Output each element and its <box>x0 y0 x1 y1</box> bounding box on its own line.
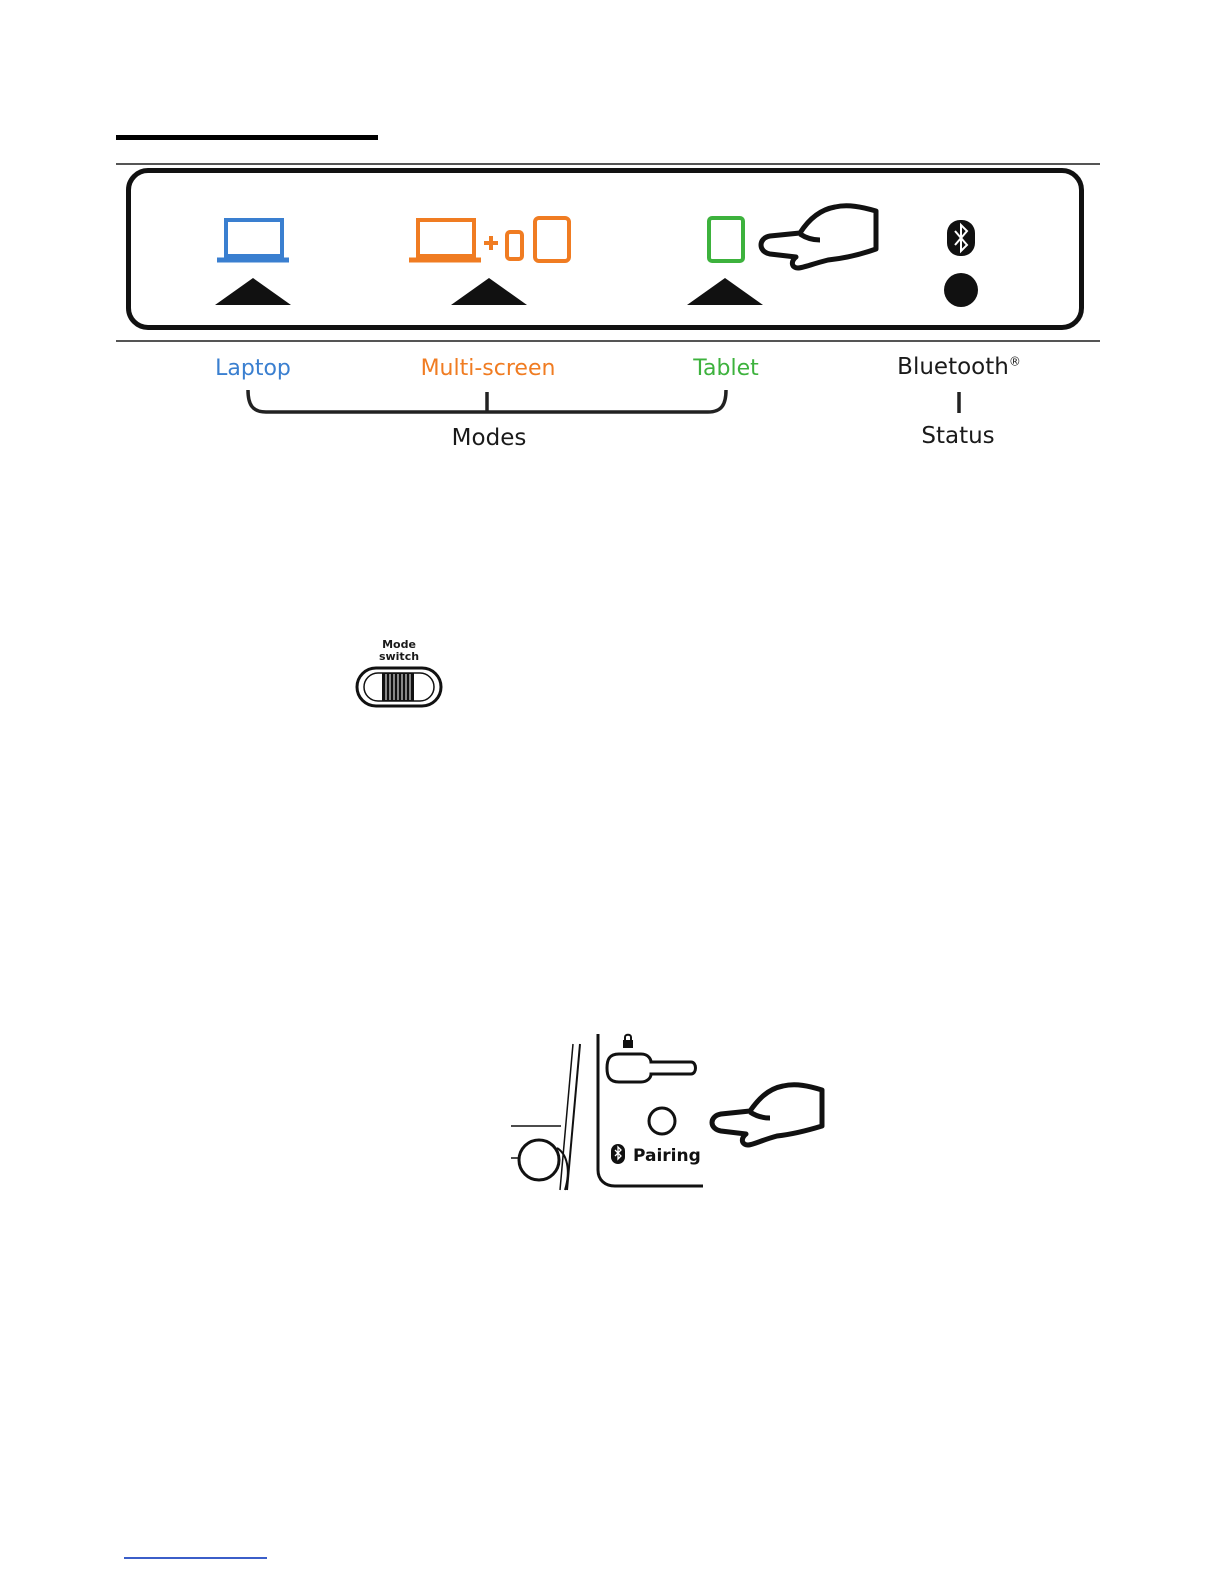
tablet-mode-indicator <box>687 278 763 305</box>
mode-switch-caption: Mode switch <box>379 639 419 663</box>
tablet-icon <box>709 218 743 261</box>
bluetooth-icon <box>947 220 975 256</box>
lock-slider[interactable] <box>607 1054 696 1082</box>
lock-icon <box>623 1035 633 1048</box>
mode-switch-caption-line2: switch <box>379 651 419 663</box>
status-led-icon <box>944 273 978 307</box>
bluetooth-label: Bluetooth® <box>897 354 1021 380</box>
hinge-knob <box>519 1140 559 1180</box>
status-label: Status <box>921 423 994 449</box>
pairing-button[interactable] <box>649 1108 675 1134</box>
pairing-pointing-hand-icon <box>712 1085 822 1145</box>
pairing-bluetooth-icon <box>611 1144 625 1164</box>
multi-screen-label: Multi-screen <box>421 356 556 381</box>
mode-switch-slider[interactable] <box>352 664 448 710</box>
registered-mark: ® <box>1009 354 1021 368</box>
modes-label: Modes <box>452 425 527 451</box>
laptop-label: Laptop <box>215 356 291 381</box>
footer-link-underline[interactable] <box>124 1557 267 1559</box>
laptop-plus-phone-tablet-icon <box>409 218 569 261</box>
pairing-illustration: Pairing <box>505 1030 835 1196</box>
laptop-mode-indicator <box>215 278 291 305</box>
panel-illustration <box>0 0 1224 480</box>
device-edge <box>567 1044 580 1190</box>
pairing-label: Pairing <box>633 1146 701 1166</box>
multi-screen-mode-indicator <box>451 278 527 305</box>
pointing-hand-icon <box>761 206 876 268</box>
laptop-icon <box>217 220 289 260</box>
tablet-label: Tablet <box>693 356 759 381</box>
bluetooth-label-text: Bluetooth <box>897 354 1009 380</box>
